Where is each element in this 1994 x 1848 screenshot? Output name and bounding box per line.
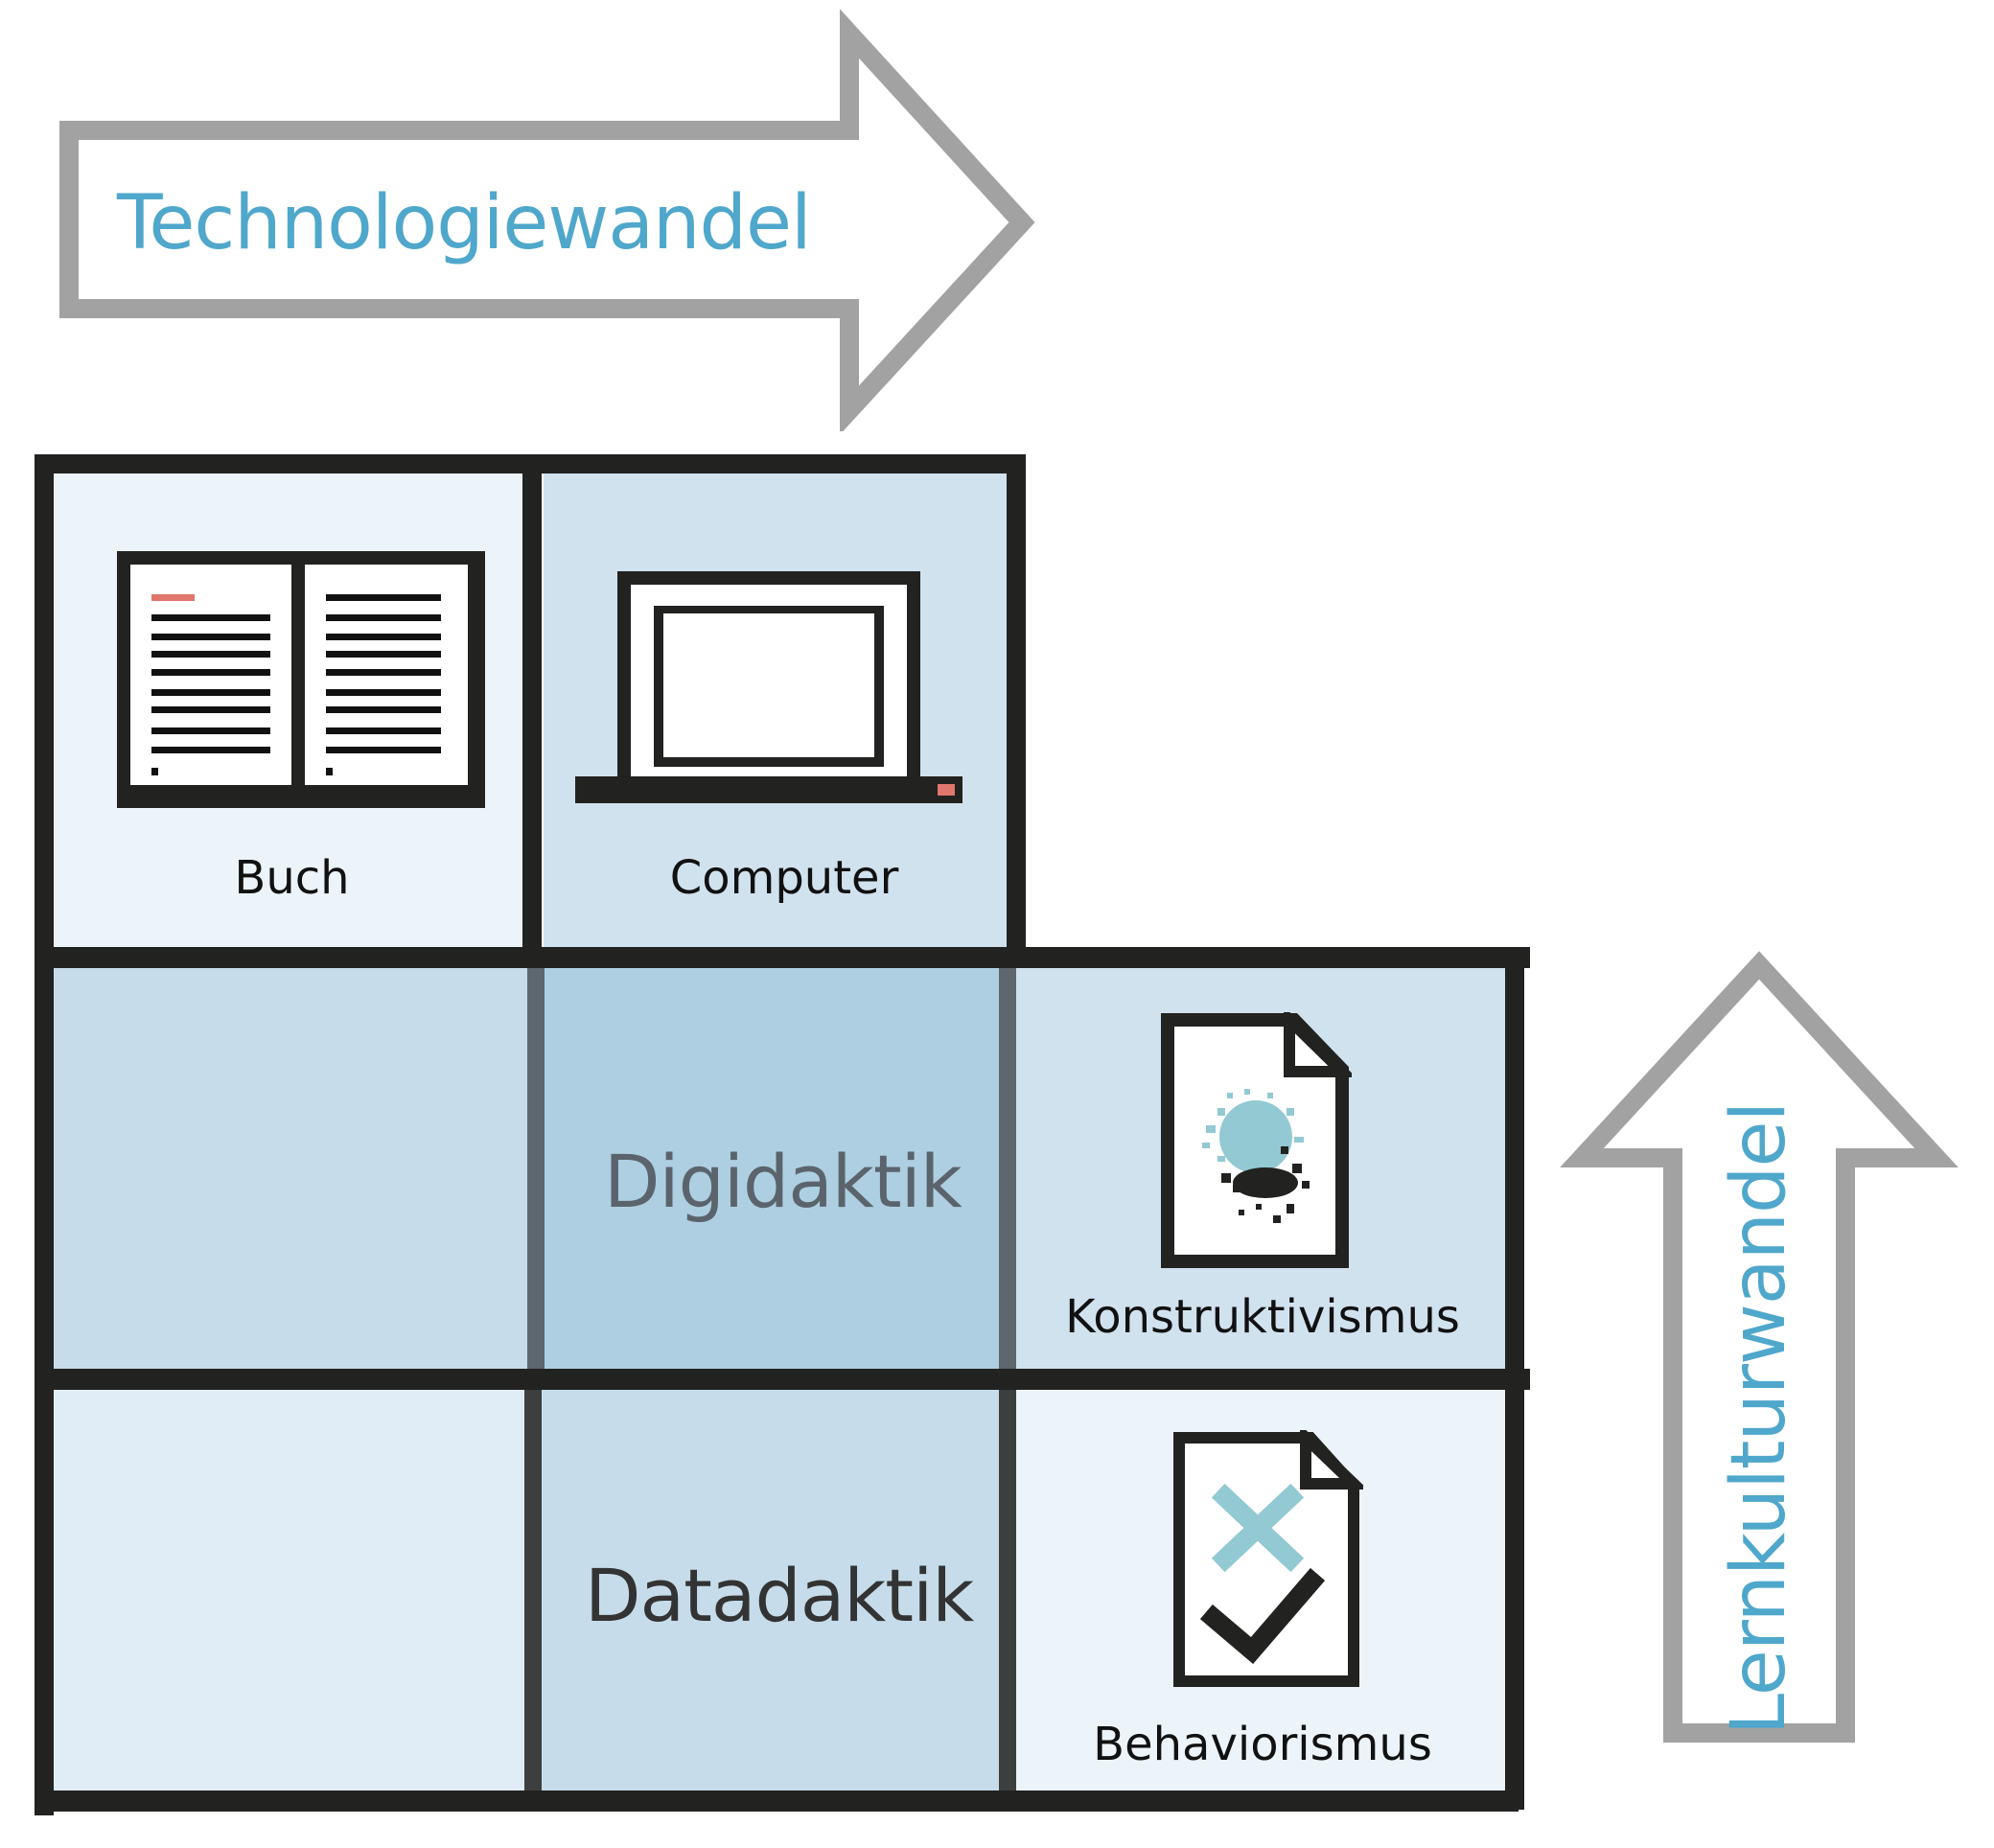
cell-datadaktik [534,1388,1007,1793]
grid-line-inner [999,1388,1016,1793]
grid-line [36,1790,1519,1812]
cell-bottom-left [50,1388,534,1793]
behaviorismus-label: Behaviorismus [1093,1718,1432,1771]
cell-middle-left [50,968,534,1374]
computer-label: Computer [669,851,899,905]
grid-line-inner [999,968,1016,1374]
grid-line [35,947,1530,968]
grid-line [35,1369,1530,1390]
grid-line [522,454,542,953]
technologiewandel-arrow: Technologiewandel [0,0,1055,431]
grid-line [1007,454,1026,962]
up-arrow-icon [1560,951,1959,1743]
konstruktivismus-label: Konstruktivismus [1065,1290,1460,1344]
buch-label: Buch [234,851,350,905]
document-splash-icon [1160,1012,1352,1271]
grid-line-inner [524,1388,542,1793]
datadaktik-label: Datadaktik [585,1553,974,1638]
cell-digidaktik [534,968,1007,1374]
lernkulturwandel-label: Lernkulturwandel [1716,1101,1802,1736]
grid-line-inner [527,968,545,1374]
open-book-icon [117,551,485,808]
technologiewandel-label: Technologiewandel [117,180,812,266]
right-arrow-icon [59,9,1035,431]
lernkulturwandel-arrow: Lernkulturwandel [1534,939,1994,1840]
document-check-icon [1171,1430,1363,1689]
laptop-icon [575,571,982,815]
grid-line [35,454,54,1815]
grid-line [1505,947,1524,1810]
digidaktik-label: Digidaktik [604,1139,962,1224]
